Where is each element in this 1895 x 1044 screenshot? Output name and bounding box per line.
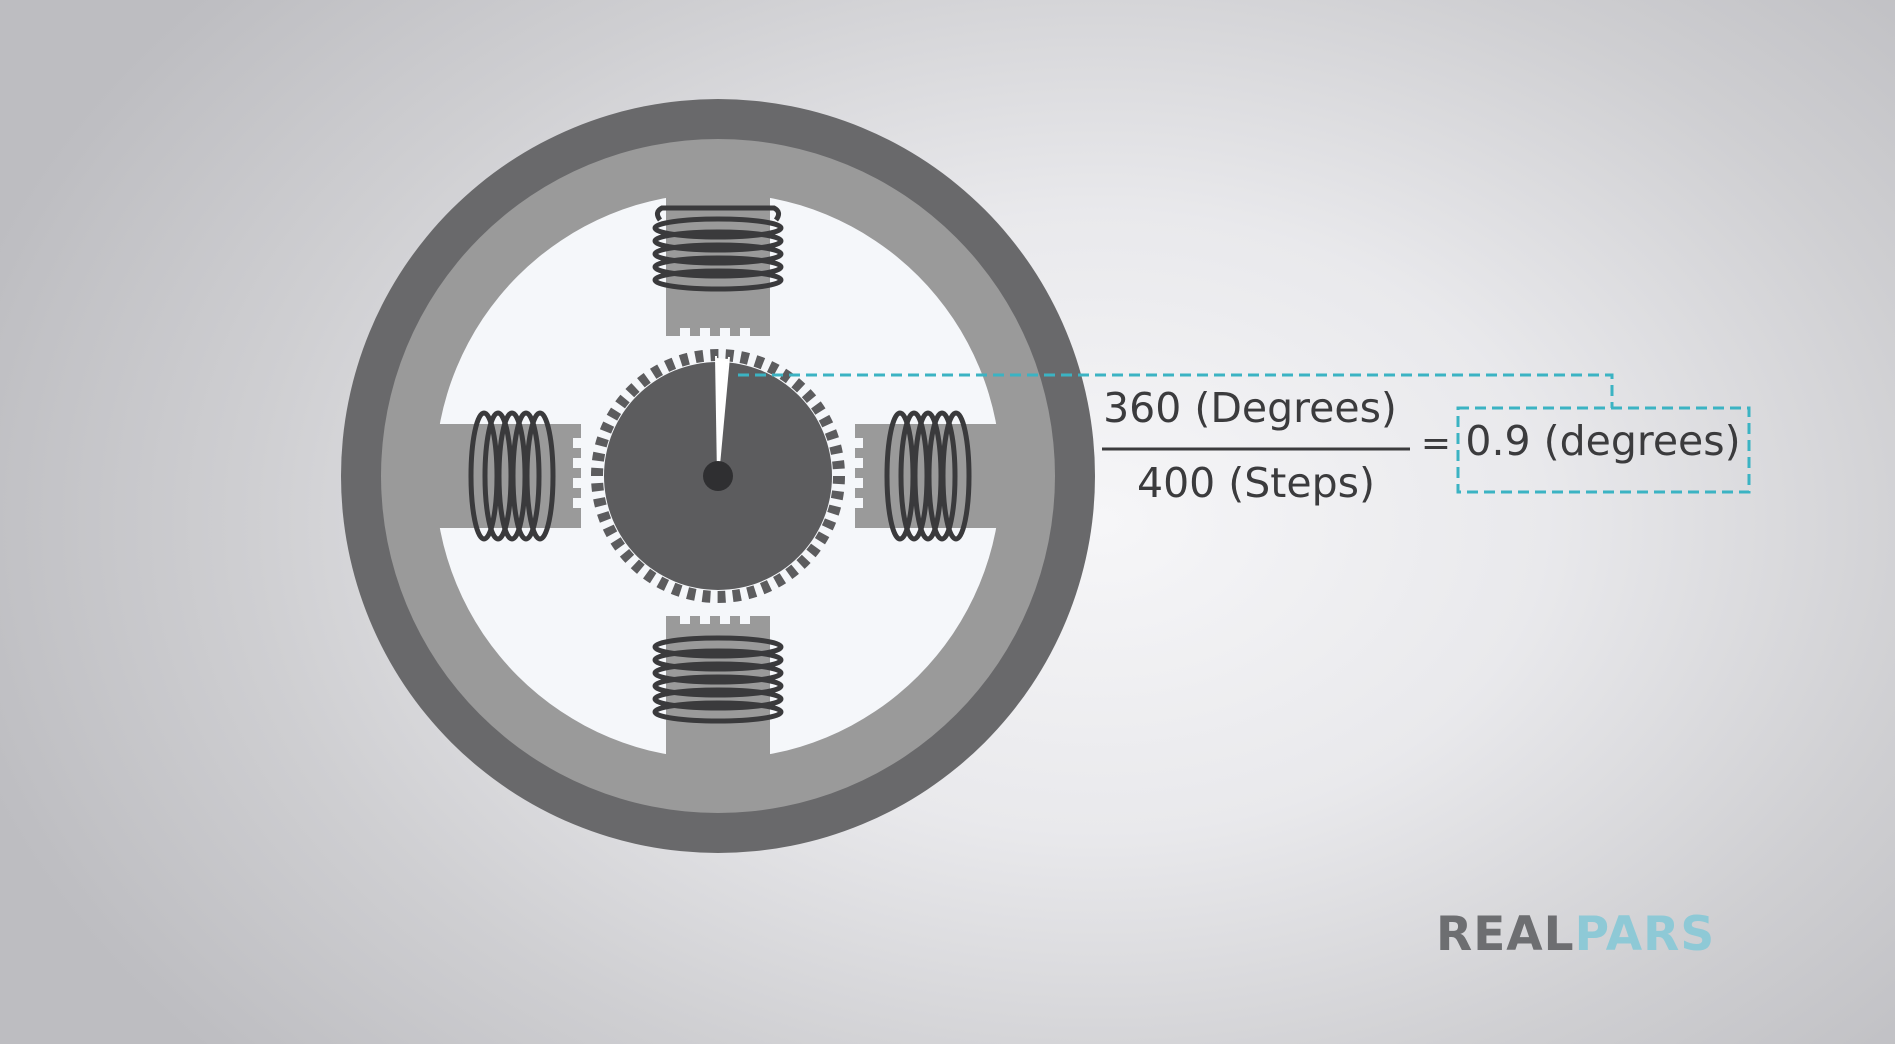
- step-angle-line-2: [717, 356, 730, 477]
- coil-bottom: [652, 635, 784, 724]
- logo-part-real: REAL: [1436, 907, 1575, 962]
- dashed-leader-line: [738, 373, 1614, 408]
- formula-denominator: 400 (Steps): [1137, 459, 1375, 507]
- formula-result: 0.9 (degrees): [1465, 417, 1740, 465]
- rotor-teeth-ring: [591, 349, 845, 603]
- logo-part-pars: PARS: [1575, 907, 1716, 962]
- step-angle-wedge: [716, 358, 728, 476]
- formula-numerator: 360 (Degrees): [1103, 384, 1397, 432]
- coil-right: [884, 410, 972, 542]
- rotor-shaft: [703, 461, 733, 491]
- step-angle-line-1: [715, 355, 719, 477]
- pole-teeth: [573, 328, 863, 624]
- coil-top: [652, 205, 784, 292]
- stator-pole-left: [430, 424, 581, 528]
- realpars-logo: REALPARS: [1436, 907, 1715, 962]
- result-highlight-box: [1456, 406, 1751, 494]
- coil-left: [468, 410, 556, 542]
- equals-sign: =: [1421, 423, 1451, 464]
